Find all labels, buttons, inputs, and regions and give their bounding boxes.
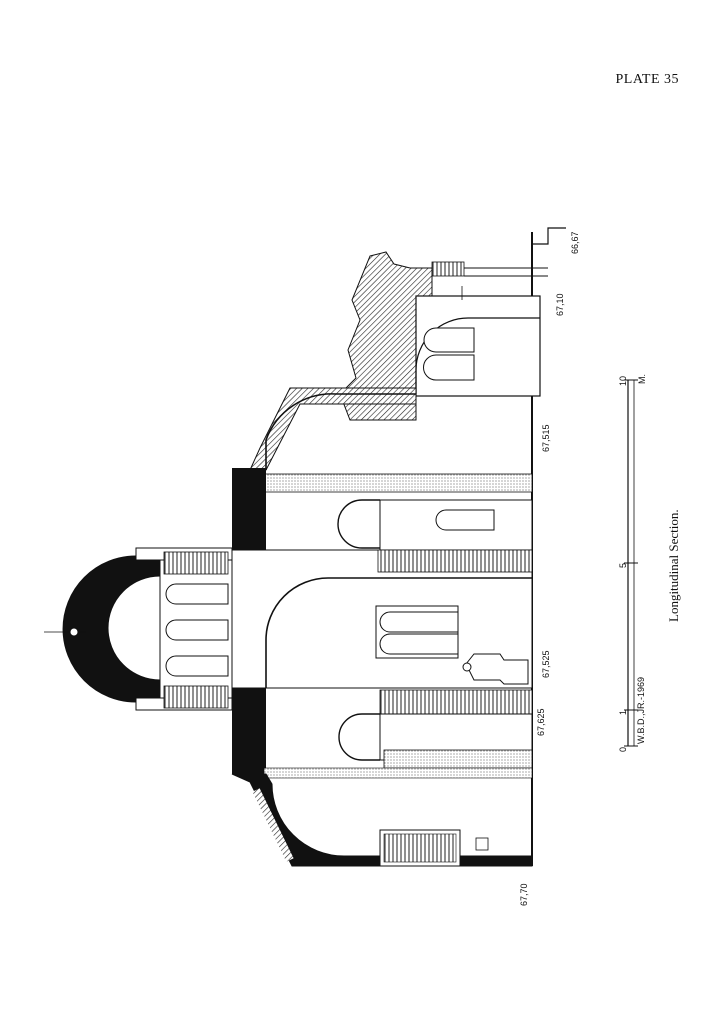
dome [44,547,233,711]
upper-aisle [337,499,533,573]
lower-aisle [338,689,533,769]
scale-tick-0: 0 [618,747,628,752]
elevation-label: 67,70 [519,883,529,906]
elevation-label: 67,10 [555,293,565,316]
scale-tick-5: 5 [618,563,628,568]
elevation-labels: 66,67 67,10 67,515 67,525 67,625 67,70 [519,231,580,906]
wall-sections [232,468,266,774]
lower-roof [231,767,533,867]
scale-bar: 0 1 5 10 M. W.B.D.,JR.-1969 [618,374,647,752]
elevation-label: 67,625 [536,708,546,736]
drawing-credit: W.B.D.,JR.-1969 [636,677,646,744]
nave [231,549,533,689]
scale-unit: M. [637,374,647,384]
caption: Longitudinal Section. [666,509,681,622]
scale-tick-10: 10 [618,376,628,386]
plate-title: PLATE 35 [615,72,679,87]
elevation-label: 67,515 [541,424,551,452]
elevation-label: 67,525 [541,650,551,678]
scale-tick-1: 1 [618,710,628,715]
upper-roof [249,387,533,493]
west-narthex [339,251,548,421]
elevation-label: 66,67 [570,231,580,254]
